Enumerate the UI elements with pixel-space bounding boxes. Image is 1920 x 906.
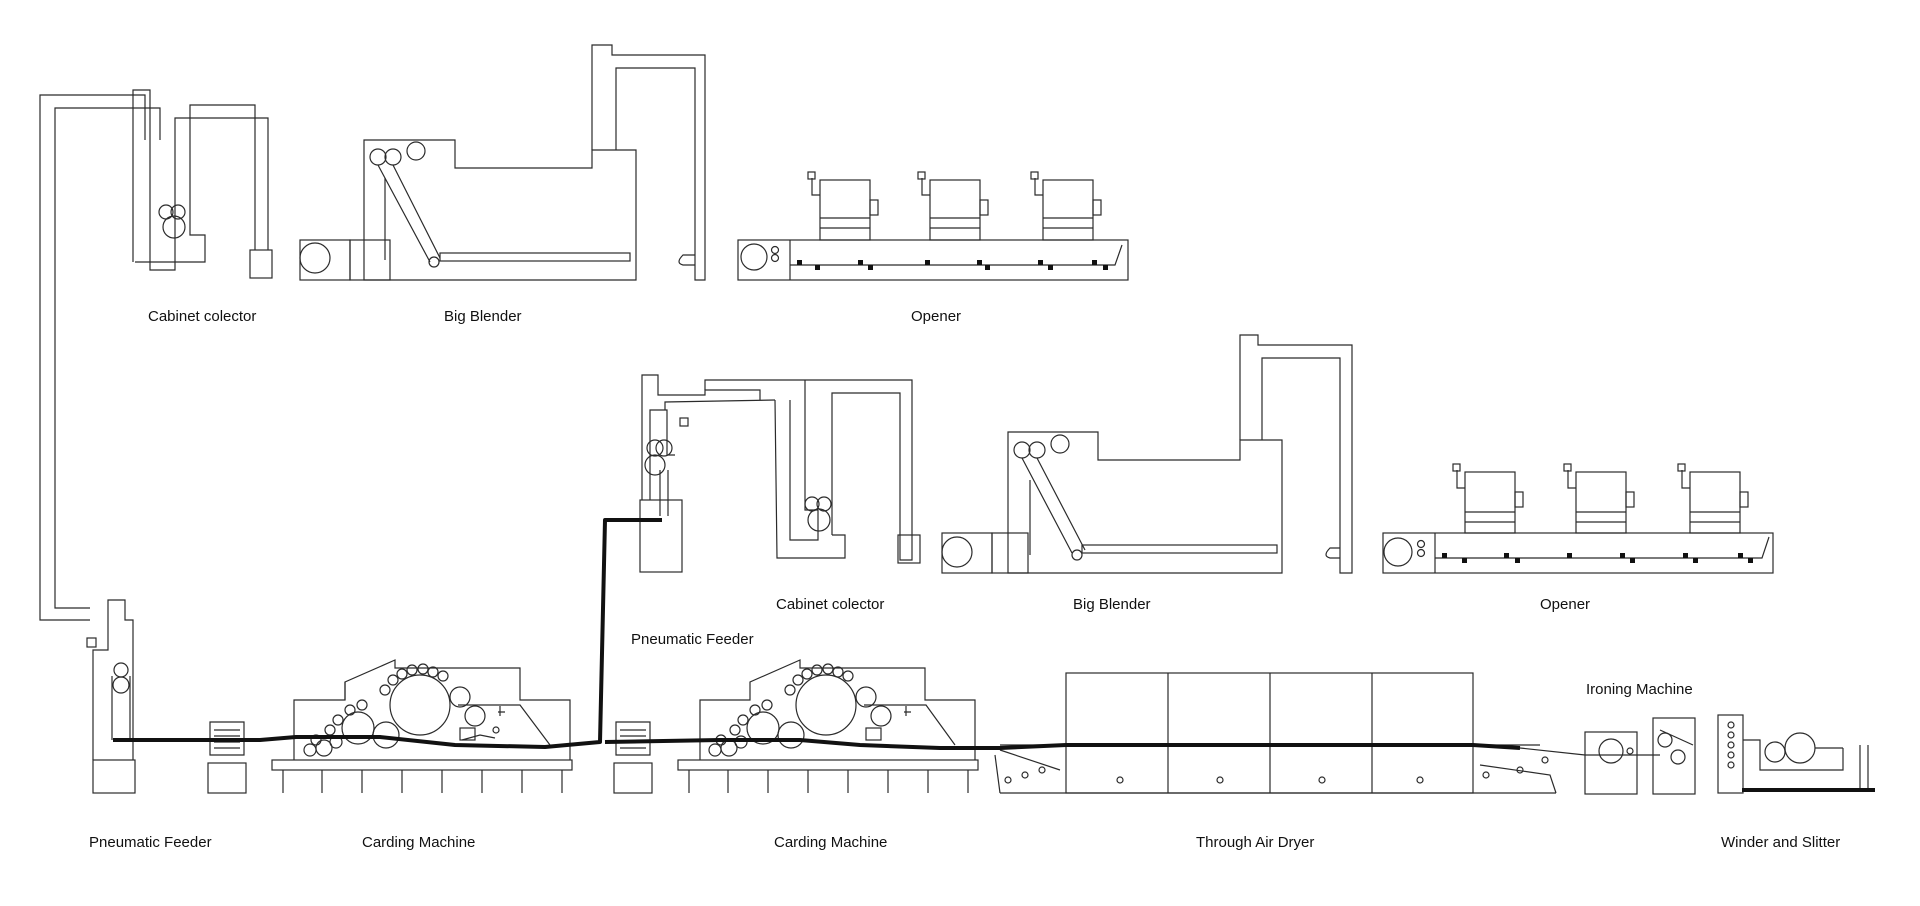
carding-machine-1 bbox=[271, 659, 573, 793]
label-cabinet-collector-2: Cabinet colector bbox=[776, 596, 884, 613]
supply-duct-1 bbox=[39, 94, 161, 621]
big-blender-2 bbox=[941, 334, 1353, 574]
ironing-machine bbox=[1584, 717, 1696, 795]
through-air-dryer bbox=[994, 672, 1557, 794]
label-pneumatic-feeder-top: Pneumatic Feeder bbox=[631, 631, 754, 648]
chute-feeder-1 bbox=[207, 721, 247, 794]
pneumatic-feeder-top bbox=[639, 374, 776, 573]
label-through-air-dryer: Through Air Dryer bbox=[1196, 834, 1314, 851]
cabinet-collector-2 bbox=[704, 379, 921, 564]
carding-machine-2 bbox=[677, 659, 979, 793]
big-blender-1 bbox=[299, 44, 706, 281]
chute-feeder-2 bbox=[613, 721, 653, 794]
label-carding-machine-2: Carding Machine bbox=[774, 834, 887, 851]
label-opener-2: Opener bbox=[1540, 596, 1590, 613]
label-opener-1: Opener bbox=[911, 308, 961, 325]
labels: Cabinet colector Big Blender Opener Cabi… bbox=[89, 308, 1840, 851]
cabinet-collector-1 bbox=[132, 89, 273, 279]
label-ironing-machine: Ironing Machine bbox=[1586, 681, 1693, 698]
label-pneumatic-feeder-bottom: Pneumatic Feeder bbox=[89, 834, 212, 851]
fibre-flow-line bbox=[113, 518, 1660, 756]
opener-1 bbox=[678, 171, 1129, 281]
pneumatic-feeder-bottom bbox=[86, 599, 136, 794]
label-carding-machine-1: Carding Machine bbox=[362, 834, 475, 851]
label-big-blender-1: Big Blender bbox=[444, 308, 522, 325]
label-cabinet-collector-1: Cabinet colector bbox=[148, 308, 256, 325]
opener-2 bbox=[1325, 463, 1774, 574]
opener-1-bale-units bbox=[807, 171, 1102, 241]
label-big-blender-2: Big Blender bbox=[1073, 596, 1151, 613]
label-winder-slitter: Winder and Slitter bbox=[1721, 834, 1840, 851]
opener-1-rollers bbox=[797, 260, 1108, 270]
winder-slitter bbox=[1717, 714, 1875, 794]
